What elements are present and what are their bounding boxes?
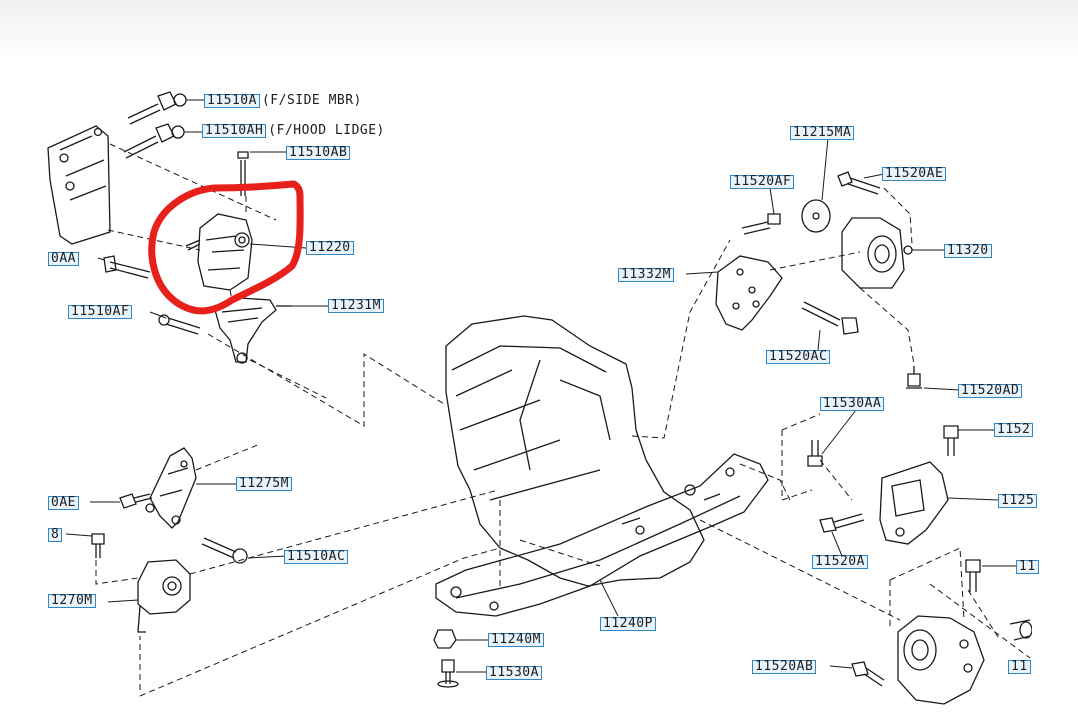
- part-label-11530A: 11530A: [486, 666, 542, 680]
- part-label-11530AA: 11530AA: [820, 397, 885, 411]
- bolt-8: [91, 533, 105, 558]
- part-label-11220: 11220: [306, 241, 354, 255]
- viewer-top-bar: [0, 0, 1078, 62]
- bolt-11510AH: [123, 123, 185, 159]
- part-label-11510AF: 11510AF: [68, 305, 133, 319]
- bolt-11510AC: [201, 537, 248, 564]
- part-label-11510AB: 11510AB: [286, 146, 351, 160]
- part-label-11510AC: 11510AC: [284, 550, 349, 564]
- bolt-11510A: [127, 91, 187, 125]
- part-label-11520AC: 11520AC: [766, 350, 831, 364]
- part-label-0AE: 0AE: [48, 496, 79, 510]
- part-label-11520AE: 11520AE: [882, 167, 947, 181]
- part-label-11-upper: 11: [1016, 560, 1039, 574]
- bolt-11520AF: [741, 213, 781, 235]
- left-side-bracket: [47, 125, 111, 245]
- bracket-11231M: [213, 297, 292, 364]
- washer-11215MA: [801, 199, 831, 233]
- dashed-guides: [95, 143, 1031, 697]
- leader-lines: [65, 99, 1016, 673]
- bracket-11332M: [715, 255, 783, 331]
- engine-mount-11220: [185, 213, 253, 291]
- part-label-11-lower: 11: [1008, 660, 1031, 674]
- part-label-11520A: 11520A: [812, 555, 868, 569]
- part-label-1270M: 1270M: [48, 594, 96, 608]
- bolt-1152: [943, 425, 959, 456]
- part-label-11275M: 11275M: [236, 477, 292, 491]
- part-label-11520AB: 11520AB: [752, 660, 817, 674]
- mount-1270M: [137, 559, 191, 633]
- bolt-11520AE: [837, 171, 881, 195]
- bolt-11520AB: [851, 661, 885, 687]
- bolt-11520A: [819, 513, 865, 533]
- part-label-1152: 1152: [994, 423, 1034, 437]
- red-highlight-circle: [148, 180, 304, 315]
- bolt-0AA: [103, 255, 151, 279]
- part-label-11215MA: 11215MA: [790, 126, 855, 140]
- part-label-11510AH: 11510AH(F/HOOD LIDGE): [202, 124, 385, 138]
- part-label-11520AD: 11520AD: [958, 384, 1023, 398]
- part-label-11240M: 11240M: [488, 633, 544, 647]
- bolt-0AE: [119, 493, 153, 509]
- part-label-11332M: 11332M: [618, 268, 674, 282]
- bolt-11510AF: [158, 314, 201, 335]
- bolt-11520AC: [801, 301, 859, 335]
- engine-block: [445, 315, 705, 587]
- part-label-11320: 11320: [944, 244, 992, 258]
- bolt-11520AD: [906, 366, 922, 389]
- viewport-edge: [1032, 62, 1078, 722]
- part-label-1125: 1125: [998, 494, 1038, 508]
- part-label-8: 8: [48, 528, 63, 542]
- mount-11320: [841, 217, 913, 289]
- bolt-11530AA: [807, 440, 823, 467]
- part-label-11520AF: 11520AF: [730, 175, 795, 189]
- bracket-11275M: [145, 447, 197, 529]
- part-label-11510A: 11510A(F/SIDE MBR): [204, 94, 362, 108]
- subframe-11240P: [435, 453, 769, 617]
- bolt-11530A: [437, 659, 459, 688]
- bolt-11240M: [433, 629, 457, 649]
- bolt-11: [965, 559, 981, 592]
- part-label-0AA: 0AA: [48, 252, 79, 266]
- part-label-11231M: 11231M: [328, 299, 384, 313]
- part-label-11240P: 11240P: [600, 617, 656, 631]
- bracket-1125: [879, 461, 949, 545]
